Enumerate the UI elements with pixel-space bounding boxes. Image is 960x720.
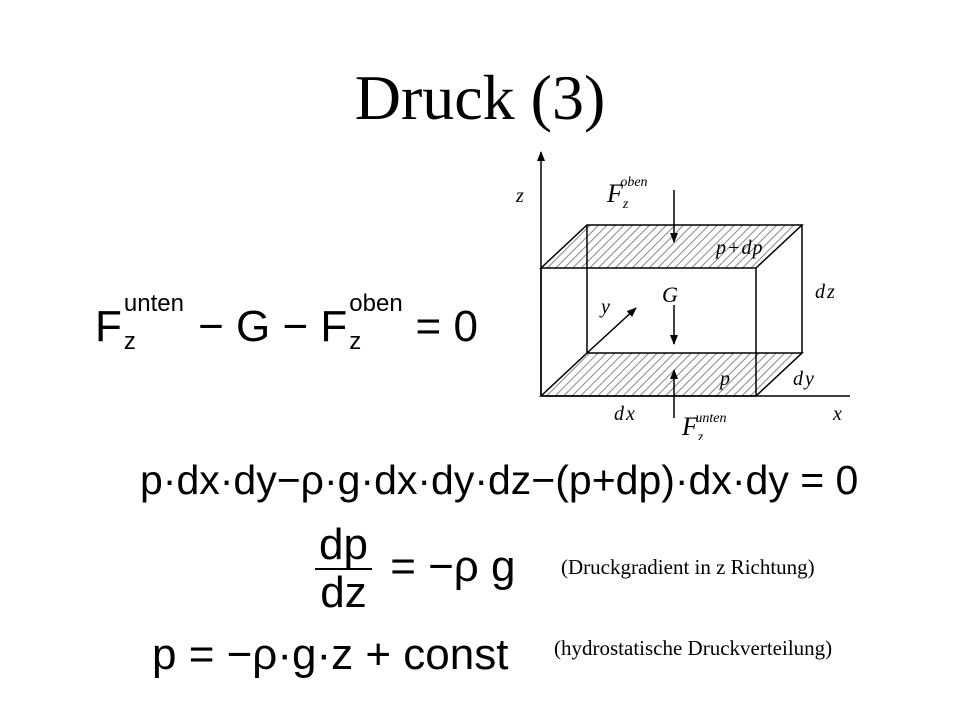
pressure-element-diagram: z x y Fzoben Fzunten p+dp p G dz dy dx	[515, 151, 850, 440]
dy-label: dy	[793, 368, 816, 390]
axis-x-label: x	[832, 403, 842, 425]
hydrostatic-equation: p = −ρ·g·z + const	[152, 630, 509, 679]
f-unten-label: Fzunten	[681, 411, 726, 440]
g-label: G	[662, 282, 678, 307]
slide-title: Druck (3)	[354, 62, 606, 133]
distribution-note: (hydrostatische Druckverteilung)	[554, 636, 833, 660]
axis-z-label: z	[515, 185, 524, 207]
axis-y-label: y	[599, 296, 610, 318]
p-dp-label: p+dp	[714, 237, 764, 259]
force-sum-equation: p·dx·dy−ρ·g·dx·dy·dz−(p+dp)·dx·dy = 0	[140, 457, 859, 503]
bottom-face	[539, 352, 804, 397]
f-oben-label: Fzoben	[606, 175, 648, 212]
dz-label: dz	[815, 281, 837, 303]
dx-label: dx	[614, 403, 637, 425]
p-label: p	[718, 368, 730, 390]
y-axis	[586, 307, 637, 354]
gradient-note: (Druckgradient in z Richtung)	[561, 555, 815, 579]
